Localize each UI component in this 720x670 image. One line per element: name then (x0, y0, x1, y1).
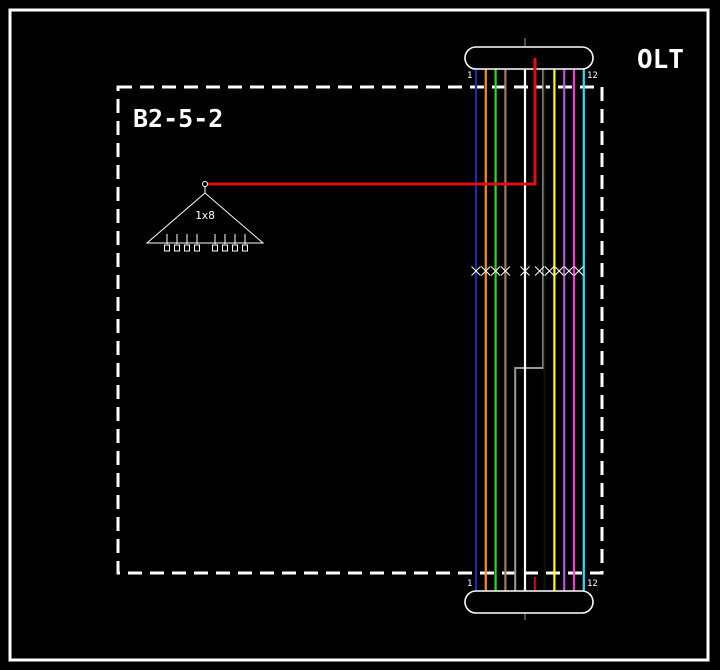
fiber-5-line (514, 58, 545, 602)
port-box (222, 244, 228, 252)
port-box (232, 244, 238, 252)
splitter-output-port-1 (164, 234, 170, 252)
splitter-output-port-5 (212, 234, 218, 252)
splitter-output-port-2 (174, 234, 180, 252)
cut-mark-stroke (480, 266, 491, 276)
fiber-11-cut-mark (564, 266, 574, 276)
fiber-10-cut-mark (554, 266, 565, 276)
port-box (184, 244, 190, 252)
cut-mark-stroke (490, 266, 501, 276)
connector-top-outline (464, 46, 594, 70)
cut-mark-stroke (544, 266, 555, 276)
splitter-output-port-7 (232, 234, 238, 252)
cut-mark-stroke (500, 266, 511, 276)
olt-label: OLT (637, 45, 684, 75)
port-box (212, 244, 218, 252)
splitter-ratio-label: 1x8 (195, 209, 215, 222)
splice-line-to-splitter (205, 58, 537, 186)
port-number-first: 1 (467, 71, 472, 81)
cable-connector-bottom[interactable]: 1 12 (464, 579, 598, 614)
port-box (194, 244, 200, 252)
fiber-8-cut-mark (534, 266, 545, 276)
fiber-4-cut-mark (500, 266, 511, 276)
splitter-output-port-8 (242, 234, 248, 252)
port-number-last: 12 (587, 71, 598, 81)
outer-frame (8, 8, 710, 662)
splitter-1x8[interactable]: 1x8 (145, 181, 265, 252)
splitter-input-port (202, 181, 208, 187)
port-number-first: 1 (467, 579, 472, 589)
port-box (174, 244, 180, 252)
splitter-body (145, 192, 265, 244)
cable-connector-top[interactable]: 1 12 (464, 46, 598, 81)
cut-mark-stroke (573, 266, 584, 276)
fiber-bundle (471, 58, 585, 602)
splitter-output-port-3 (184, 234, 190, 252)
port-box (164, 244, 170, 252)
splitter-output-port-4 (194, 234, 200, 252)
port-box (242, 244, 248, 252)
area-boundary (116, 85, 604, 575)
cut-mark-stroke (554, 266, 565, 276)
splitter-output-port-6 (222, 234, 228, 252)
area-label: B2-5-2 (133, 104, 223, 133)
cut-mark-stroke (564, 266, 574, 276)
fiber-6-cut-mark (520, 266, 530, 276)
splitter-output-ports (164, 234, 248, 252)
fiber-1-cut-mark (471, 266, 481, 276)
fiber-2-cut-mark (480, 266, 491, 276)
port-number-last: 12 (587, 579, 598, 589)
fiber-3-cut-mark (490, 266, 501, 276)
cut-mark-stroke (471, 266, 481, 276)
cut-mark-stroke (520, 266, 530, 276)
cut-mark-stroke (534, 266, 545, 276)
fiber-12-cut-mark (573, 266, 584, 276)
fiber-9-cut-mark (544, 266, 555, 276)
connector-bottom-outline (464, 590, 594, 614)
